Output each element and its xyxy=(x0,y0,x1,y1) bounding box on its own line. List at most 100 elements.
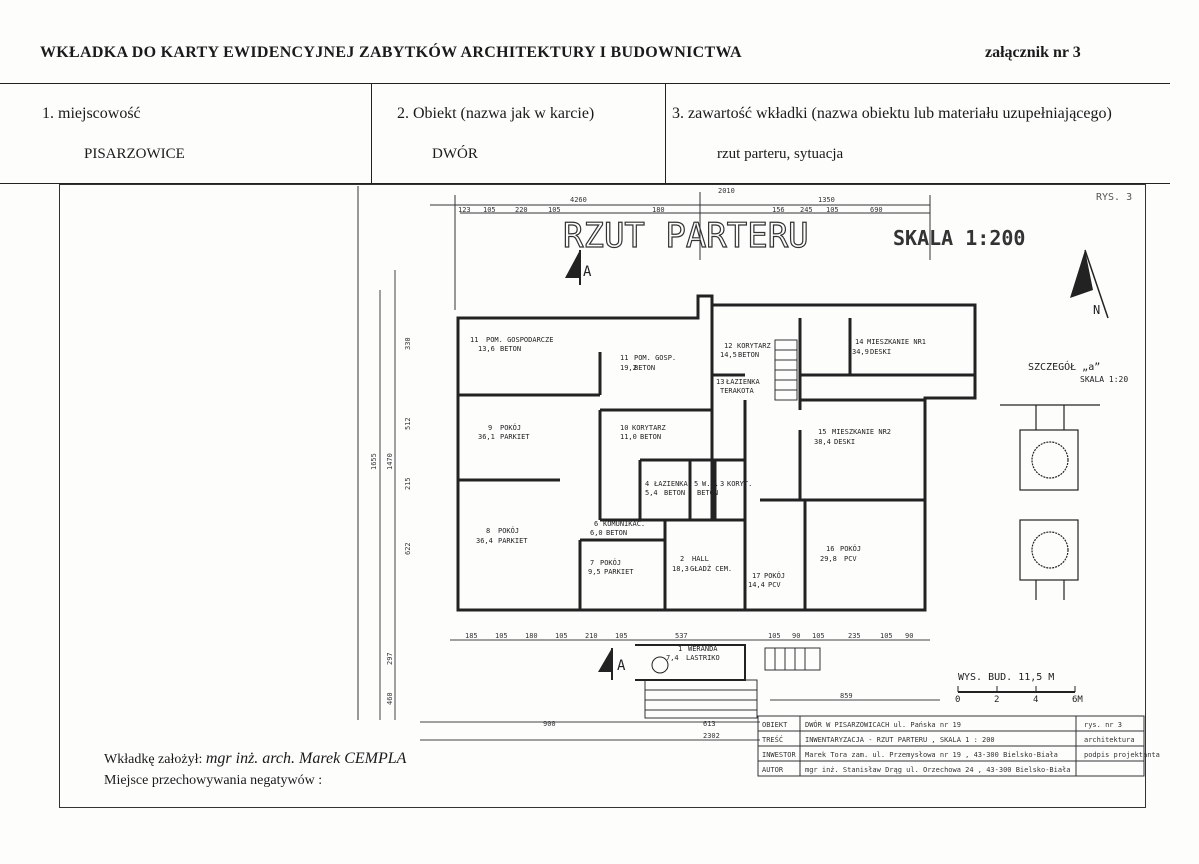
svg-text:19,2: 19,2 xyxy=(620,364,637,372)
svg-text:2: 2 xyxy=(680,555,684,563)
stairs xyxy=(644,339,821,719)
svg-text:BETON: BETON xyxy=(697,489,718,497)
svg-text:14,4: 14,4 xyxy=(748,581,765,589)
svg-text:mgr inż. Stanisław Drąg ul. O: mgr inż. Stanisław Drąg ul. Orzechowa 24… xyxy=(805,766,1071,774)
svg-text:36,1: 36,1 xyxy=(478,433,495,441)
svg-text:POKÓJ: POKÓJ xyxy=(840,544,861,553)
title-block-text: OBIEKT DWÓR W PISARZOWICACH ul. Pańska n… xyxy=(762,720,1160,774)
sheet-mark: RYS. 3 xyxy=(1096,192,1132,203)
svg-text:podpis projektanta: podpis projektanta xyxy=(1084,751,1160,759)
svg-text:PARKIET: PARKIET xyxy=(498,537,528,545)
svg-text:OBIEKT: OBIEKT xyxy=(762,721,788,729)
svg-text:6: 6 xyxy=(594,520,598,528)
svg-text:34,9: 34,9 xyxy=(852,348,869,356)
svg-text:1: 1 xyxy=(678,645,682,653)
svg-text:AUTOR: AUTOR xyxy=(762,766,784,774)
svg-text:0: 0 xyxy=(955,695,960,705)
svg-text:235: 235 xyxy=(848,632,861,640)
svg-text:11: 11 xyxy=(620,354,628,362)
svg-text:7,4: 7,4 xyxy=(666,654,679,662)
svg-text:TREŚĆ: TREŚĆ xyxy=(762,735,783,744)
svg-text:11,0: 11,0 xyxy=(620,433,637,441)
svg-text:4260: 4260 xyxy=(570,196,587,204)
svg-text:215: 215 xyxy=(404,477,412,490)
svg-text:36,4: 36,4 xyxy=(476,537,493,545)
svg-text:BETON: BETON xyxy=(640,433,661,441)
svg-text:622: 622 xyxy=(404,542,412,555)
svg-text:13,6: 13,6 xyxy=(478,345,495,353)
svg-text:MIESZKANIE NR2: MIESZKANIE NR2 xyxy=(832,428,891,436)
svg-text:KOMUNIKAC.: KOMUNIKAC. xyxy=(603,520,645,528)
detail-a: SZCZEGÓŁ „a” SKALA 1:20 xyxy=(1000,360,1128,600)
svg-text:180: 180 xyxy=(652,206,665,214)
svg-text:SKALA 1:20: SKALA 1:20 xyxy=(1080,375,1128,384)
bottom-dimensions xyxy=(379,270,940,741)
svg-text:POKÓJ: POKÓJ xyxy=(764,571,785,580)
svg-text:38,4: 38,4 xyxy=(814,438,831,446)
building-walls xyxy=(456,294,977,612)
svg-text:185: 185 xyxy=(465,632,478,640)
svg-text:DESKI: DESKI xyxy=(834,438,855,446)
svg-text:105: 105 xyxy=(483,206,496,214)
title-block xyxy=(757,715,1145,777)
svg-text:2: 2 xyxy=(994,695,999,705)
svg-text:15: 15 xyxy=(818,428,826,436)
svg-text:9,5: 9,5 xyxy=(588,568,601,576)
svg-text:9: 9 xyxy=(488,424,492,432)
svg-text:180: 180 xyxy=(525,632,538,640)
svg-text:105: 105 xyxy=(812,632,825,640)
bottom-dimension-labels: 185 105 180 105 210 105 537 105 90 105 2… xyxy=(465,632,913,740)
svg-text:PARKIET: PARKIET xyxy=(500,433,530,441)
svg-text:1350: 1350 xyxy=(818,196,835,204)
drawing-title: RZUT PARTERU xyxy=(563,216,809,256)
svg-text:90: 90 xyxy=(792,632,800,640)
svg-text:8: 8 xyxy=(486,527,490,535)
svg-text:105: 105 xyxy=(615,632,628,640)
field-separator-2 xyxy=(665,83,666,183)
section-mark-top: A xyxy=(565,250,592,285)
svg-text:WERANDA: WERANDA xyxy=(688,645,718,653)
svg-text:460: 460 xyxy=(386,692,394,705)
scale-bar: WYS. BUD. 11,5 M 0 2 4 6M xyxy=(955,672,1083,705)
svg-text:105: 105 xyxy=(548,206,561,214)
svg-text:12: 12 xyxy=(724,342,732,350)
field-2-value: DWÓR xyxy=(432,146,478,162)
svg-text:123: 123 xyxy=(458,206,471,214)
svg-text:2010: 2010 xyxy=(718,187,735,195)
svg-text:690: 690 xyxy=(870,206,883,214)
svg-text:156: 156 xyxy=(772,206,785,214)
svg-text:BETON: BETON xyxy=(606,529,627,537)
svg-text:14,5: 14,5 xyxy=(720,351,737,359)
svg-text:BETON: BETON xyxy=(634,364,655,372)
svg-text:900: 900 xyxy=(543,720,556,728)
svg-text:A: A xyxy=(617,658,626,674)
svg-text:220: 220 xyxy=(515,206,528,214)
svg-text:105: 105 xyxy=(495,632,508,640)
svg-text:297: 297 xyxy=(386,652,394,665)
svg-text:POM. GOSP.: POM. GOSP. xyxy=(634,354,676,362)
drawing-panel xyxy=(59,184,1146,808)
svg-text:DESKI: DESKI xyxy=(870,348,891,356)
svg-text:11: 11 xyxy=(470,336,478,344)
svg-text:105: 105 xyxy=(555,632,568,640)
top-dimension-labels: 4260 2010 1350 123 105 220 105 180 156 2… xyxy=(458,187,883,214)
svg-text:ŁAZIENKA: ŁAZIENKA xyxy=(725,378,761,386)
svg-text:6M: 6M xyxy=(1072,695,1083,705)
svg-text:KORYTARZ: KORYTARZ xyxy=(737,342,771,350)
svg-text:POM. GOSPODARCZE: POM. GOSPODARCZE xyxy=(486,336,553,344)
svg-text:105: 105 xyxy=(880,632,893,640)
svg-text:3: 3 xyxy=(720,480,724,488)
field-1-value: PISARZOWICE xyxy=(84,146,185,162)
svg-text:PCV: PCV xyxy=(768,581,781,589)
svg-text:rys. nr 3: rys. nr 3 xyxy=(1084,721,1122,729)
founder-line: Wkładkę założył: mgr inż. arch. Marek CE… xyxy=(104,750,406,768)
svg-text:BETON: BETON xyxy=(500,345,521,353)
field-3-value: rzut parteru, sytuacja xyxy=(717,146,844,162)
svg-text:210: 210 xyxy=(585,632,598,640)
document-title: WKŁADKA DO KARTY EWIDENCYJNEJ ZABYTKÓW A… xyxy=(40,44,742,61)
svg-text:1655: 1655 xyxy=(370,453,378,470)
fields-divider xyxy=(0,183,1170,184)
founder-label: Wkładkę założył: xyxy=(104,752,203,767)
